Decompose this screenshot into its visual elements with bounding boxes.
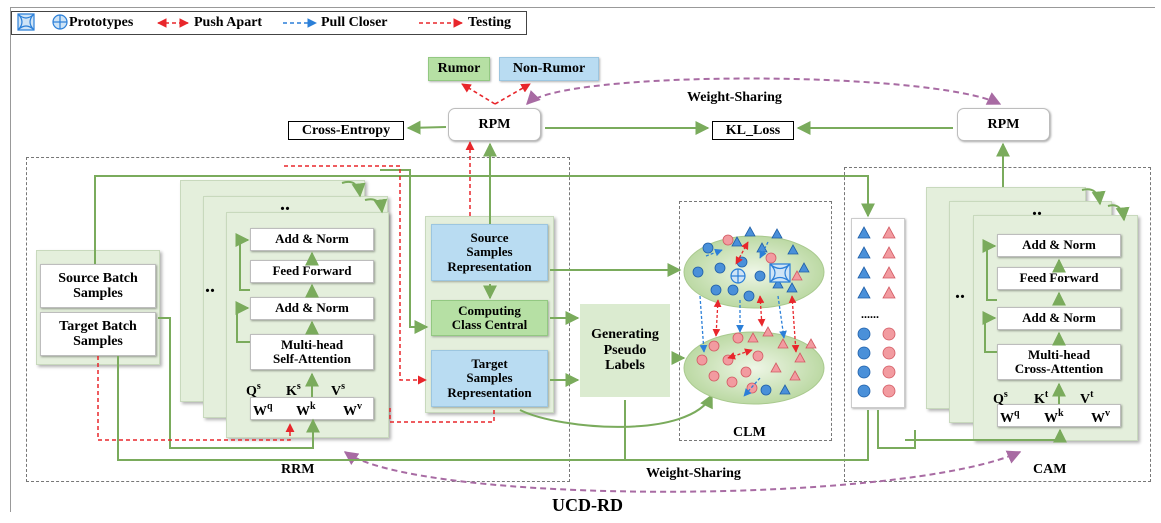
weight-sharing-top-arrow: [526, 77, 1002, 105]
kl-loss-label: KL_Loss: [712, 121, 794, 140]
source-samples-representation: Source Samples Representation: [431, 224, 548, 281]
svg-text:..: ..: [205, 275, 215, 297]
prototype-column-shapes: [857, 226, 896, 398]
rpm-left-box: RPM: [448, 108, 541, 141]
svg-text:Vt: Vt: [1080, 389, 1094, 407]
source-batch-samples-box: Source Batch Samples: [40, 264, 156, 308]
legend-push-apart-label: Push Apart: [194, 15, 263, 30]
weight-sharing-bottom-arrow: [343, 450, 1022, 493]
cam-add-norm-bottom: Add & Norm: [997, 307, 1121, 330]
svg-text:Kt: Kt: [1034, 389, 1049, 407]
cam-frame: [844, 167, 1151, 482]
computing-class-central: Computing Class Central: [431, 300, 548, 336]
svg-text:Qs: Qs: [246, 381, 261, 399]
clm-label: CLM: [733, 425, 766, 440]
svg-text:Qs: Qs: [993, 389, 1008, 407]
clm-frame: [679, 201, 832, 441]
rrm-add-norm-top: Add & Norm: [250, 228, 374, 251]
svg-text:Ks: Ks: [286, 381, 301, 399]
legend: [11, 11, 527, 35]
svg-text:Vs: Vs: [331, 381, 345, 399]
svg-text:Wv: Wv: [1091, 408, 1110, 426]
generating-pseudo-labels: Generating Pseudo Labels: [580, 304, 670, 397]
prototype-column-dots: ......: [861, 307, 879, 321]
non-rumor-label: Non-Rumor: [499, 57, 599, 81]
svg-text:Wk: Wk: [296, 401, 316, 419]
legend-testing-label: Testing: [468, 15, 512, 30]
target-samples-representation: Target Samples Representation: [431, 350, 548, 407]
svg-text:..: ..: [1032, 198, 1042, 220]
svg-text:Wv: Wv: [343, 401, 362, 419]
cam-add-norm-top: Add & Norm: [997, 234, 1121, 257]
rrm-add-norm-bottom: Add & Norm: [250, 297, 374, 320]
legend-prototypes-label: Prototypes: [69, 15, 134, 30]
svg-text:Wq: Wq: [1000, 408, 1020, 426]
rrm-label: RRM: [281, 462, 315, 477]
weight-sharing-bottom-label: Weight-Sharing: [646, 466, 741, 481]
svg-text:..: ..: [280, 193, 290, 215]
diagram-title: UCD-RD: [552, 495, 623, 515]
frame-left: [10, 7, 11, 512]
legend-prototype-icons: [17, 13, 68, 31]
rpm-right-box: RPM: [957, 108, 1050, 141]
svg-text:..: ..: [955, 281, 965, 303]
cam-cross-attention: Multi-head Cross-Attention: [997, 344, 1121, 380]
target-batch-samples-box: Target Batch Samples: [40, 312, 156, 356]
cross-entropy-label: Cross-Entropy: [288, 121, 404, 140]
clm-target-ellipse: [683, 331, 825, 405]
frame-top: [10, 7, 1155, 8]
svg-text:Wq: Wq: [253, 401, 273, 419]
rumor-label: Rumor: [428, 57, 490, 81]
cam-weights-box: [997, 404, 1121, 427]
cam-label: CAM: [1033, 462, 1067, 477]
rrm-self-attention: Multi-head Self-Attention: [250, 334, 374, 370]
legend-pull-closer-label: Pull Closer: [321, 15, 388, 30]
svg-text:Wk: Wk: [1044, 408, 1064, 426]
